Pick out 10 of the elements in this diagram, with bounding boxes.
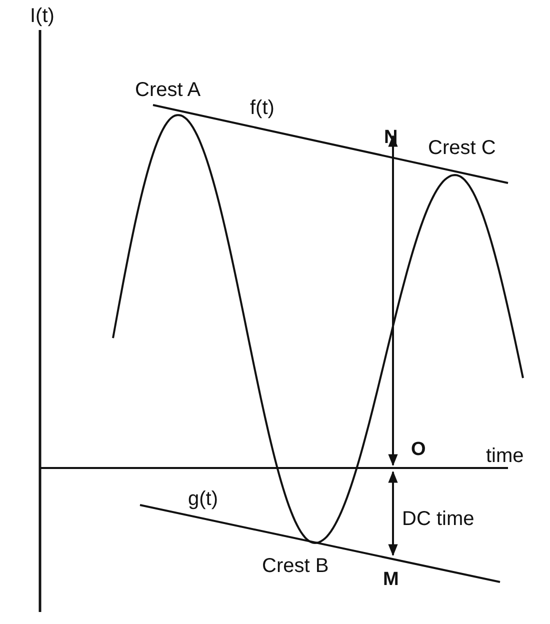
axis-label: DC time	[402, 509, 474, 529]
axis-label: I(t)	[30, 6, 54, 26]
axis-label: O	[411, 440, 426, 459]
axis-label: f(t)	[250, 98, 274, 118]
axis-label: Crest B	[262, 556, 329, 576]
axis-label: Crest C	[428, 138, 496, 158]
axis-label: time	[486, 446, 524, 466]
axis-label: g(t)	[188, 489, 218, 509]
axis-label: M	[383, 570, 399, 589]
axis-label: Crest A	[135, 80, 201, 100]
